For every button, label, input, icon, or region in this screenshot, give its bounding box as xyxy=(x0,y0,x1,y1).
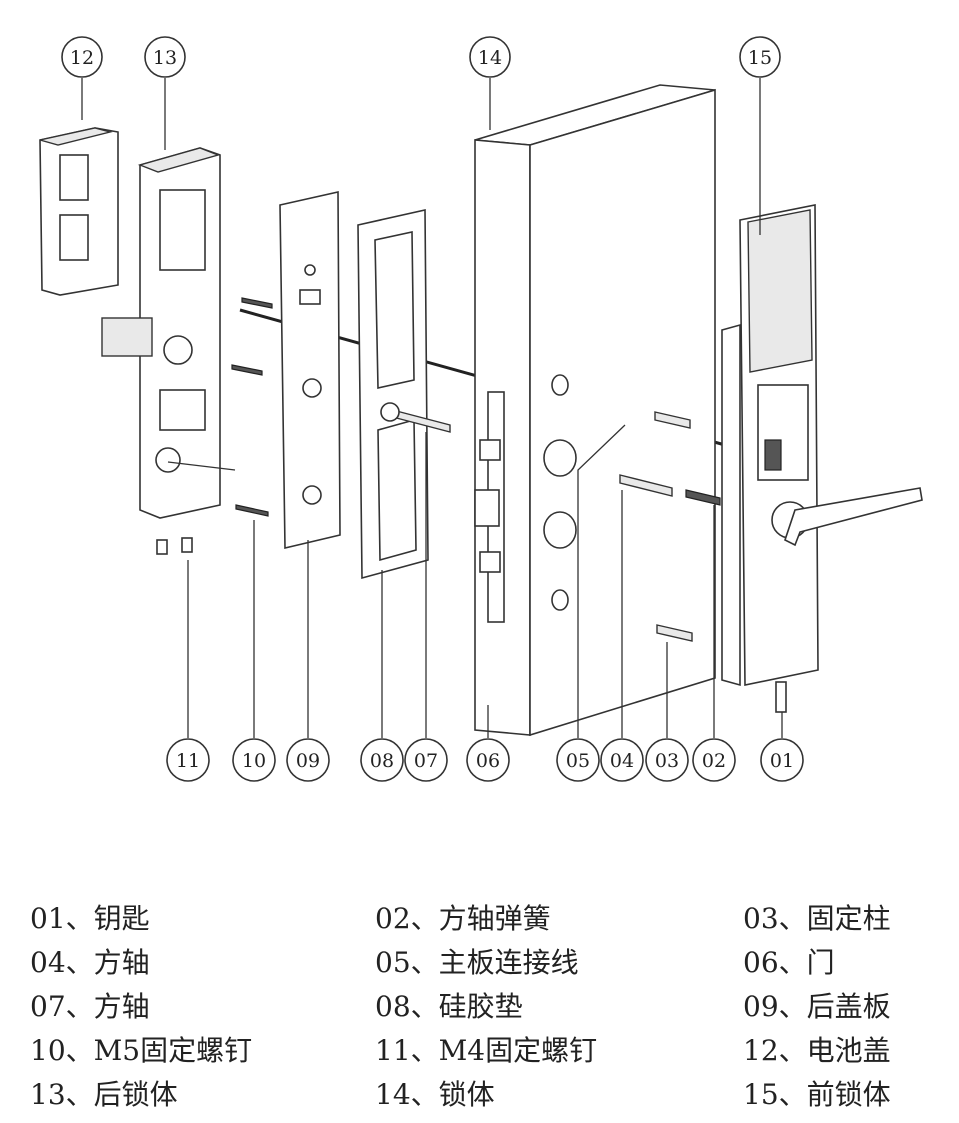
legend-item: 08、硅胶垫 xyxy=(375,990,523,1023)
parts-legend: 01、钥匙 02、方轴弹簧 03、固定柱 04、方轴 05、主板连接线 06、门… xyxy=(30,895,950,1115)
battery-cover-part xyxy=(39,127,119,296)
svg-text:02: 02 xyxy=(702,750,726,772)
legend-item: 13、后锁体 xyxy=(30,1078,178,1111)
legend-item: 15、前锁体 xyxy=(743,1078,891,1111)
legend-row: 04、方轴 05、主板连接线 06、门 xyxy=(30,939,950,983)
callout-08: 08 xyxy=(360,738,404,782)
callout-11: 11 xyxy=(166,738,210,782)
svg-text:06: 06 xyxy=(476,750,500,772)
door-part xyxy=(474,84,716,737)
legend-row: 07、方轴 08、硅胶垫 09、后盖板 xyxy=(30,983,950,1027)
legend-item: 01、钥匙 xyxy=(30,902,150,935)
legend-item: 04、方轴 xyxy=(30,946,150,979)
legend-item: 12、电池盖 xyxy=(743,1034,891,1067)
exploded-lock-diagram: 12 13 14 15 11 10 09 08 07 06 05 xyxy=(39,36,923,782)
callout-03: 03 xyxy=(645,738,689,782)
legend-item: 05、主板连接线 xyxy=(375,946,579,979)
callout-07: 07 xyxy=(404,738,448,782)
m4-screws-part xyxy=(156,537,193,555)
callout-09: 09 xyxy=(286,738,330,782)
callout-05: 05 xyxy=(556,738,600,782)
svg-text:09: 09 xyxy=(296,750,320,772)
svg-text:11: 11 xyxy=(176,750,200,772)
legend-row: 10、M5固定螺钉 11、M4固定螺钉 12、电池盖 xyxy=(30,1027,950,1071)
svg-text:04: 04 xyxy=(610,750,634,772)
rear-cover-plate-part xyxy=(279,191,341,550)
svg-text:13: 13 xyxy=(153,47,177,69)
svg-text:05: 05 xyxy=(566,750,590,772)
callout-15: 15 xyxy=(739,36,781,78)
leader-lines xyxy=(81,78,783,738)
silicone-pad-part xyxy=(357,209,429,580)
m5-screws-part xyxy=(231,297,273,517)
legend-item: 10、M5固定螺钉 xyxy=(30,1034,253,1067)
callout-04: 04 xyxy=(600,738,644,782)
callout-14: 14 xyxy=(469,36,511,78)
square-shaft-04-part xyxy=(619,474,673,497)
callout-06: 06 xyxy=(466,738,510,782)
legend-item: 06、门 xyxy=(743,946,835,979)
legend-item: 09、后盖板 xyxy=(743,990,891,1023)
callout-13: 13 xyxy=(144,36,186,78)
legend-item: 14、锁体 xyxy=(375,1078,495,1111)
svg-text:15: 15 xyxy=(748,47,772,69)
svg-text:14: 14 xyxy=(478,47,502,69)
svg-text:12: 12 xyxy=(70,47,94,69)
legend-row: 13、后锁体 14、锁体 15、前锁体 xyxy=(30,1071,950,1115)
legend-item: 07、方轴 xyxy=(30,990,150,1023)
legend-item: 02、方轴弹簧 xyxy=(375,902,551,935)
square-shaft-07-part xyxy=(380,402,451,433)
legend-item: 03、固定柱 xyxy=(743,902,891,935)
callout-12: 12 xyxy=(61,36,103,78)
rear-lock-body-part xyxy=(101,147,236,519)
front-lock-body-part xyxy=(721,204,923,713)
legend-row: 01、钥匙 02、方轴弹簧 03、固定柱 xyxy=(30,895,950,939)
fixing-post-part xyxy=(654,411,693,642)
svg-text:07: 07 xyxy=(414,750,438,772)
callout-01: 01 xyxy=(760,738,804,782)
shaft-spring-part xyxy=(685,489,721,506)
svg-text:03: 03 xyxy=(655,750,679,772)
callout-02: 02 xyxy=(692,738,736,782)
svg-text:01: 01 xyxy=(770,750,794,772)
svg-text:10: 10 xyxy=(242,750,266,772)
callout-10: 10 xyxy=(232,738,276,782)
svg-text:08: 08 xyxy=(370,750,394,772)
legend-item: 11、M4固定螺钉 xyxy=(375,1034,598,1067)
